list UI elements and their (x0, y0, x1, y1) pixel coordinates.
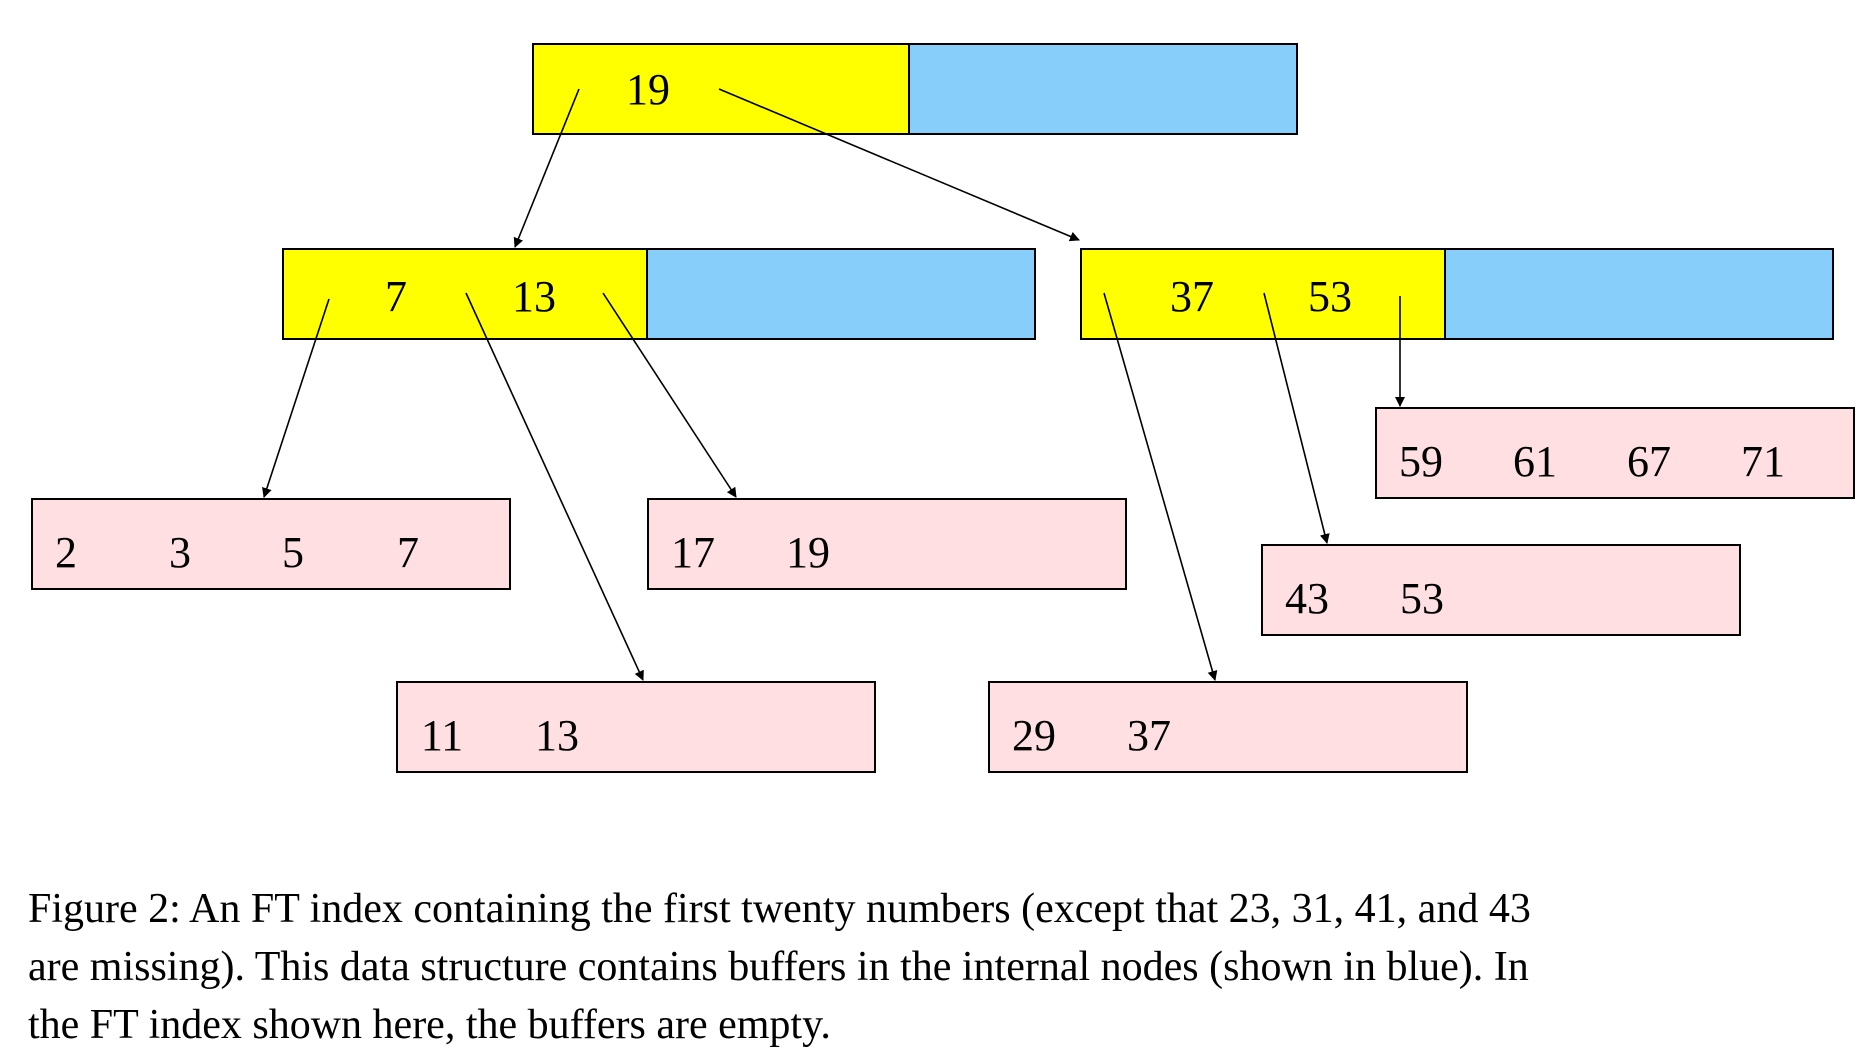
leaf-3-box (647, 498, 1127, 590)
leaf-node-3: 17 19 (647, 498, 1127, 590)
leaf-2-value: 13 (535, 711, 579, 760)
leaf-5-value: 53 (1400, 574, 1444, 623)
internal-right-key-53: 53 (1308, 272, 1352, 321)
pointer-arrows (262, 88, 1405, 681)
arrow-root-to-internal-right (718, 88, 1080, 242)
leaf-1-value: 5 (282, 528, 304, 577)
leaf-node-5: 43 53 (1261, 544, 1741, 636)
leaf-1-box (31, 498, 511, 590)
arrow-root-to-internal-left (513, 88, 580, 248)
leaf-3-value: 17 (671, 528, 715, 577)
internal-left-key-13: 13 (512, 272, 556, 321)
leaf-2-box (396, 681, 876, 773)
caption-line-1: Figure 2: An FT index containing the fir… (28, 886, 1531, 932)
internal-left-key-area (282, 248, 648, 340)
internal-left-buffer (646, 248, 1036, 340)
internal-node-right: 37 53 (1080, 248, 1834, 340)
root-buffer (908, 43, 1298, 135)
leaf-node-4: 29 37 (988, 681, 1468, 773)
leaf-6-value: 67 (1627, 437, 1671, 486)
leaf-1-value: 7 (397, 528, 419, 577)
leaf-6-value: 61 (1513, 437, 1557, 486)
leaf-node-6: 59 61 67 71 (1375, 407, 1855, 499)
leaf-3-value: 19 (786, 528, 830, 577)
leaf-node-1: 2 3 5 7 (31, 498, 511, 590)
arrow-internal-left-to-leaf-3 (602, 292, 737, 498)
leaf-6-value: 71 (1741, 437, 1785, 486)
internal-left-key-7: 7 (385, 272, 407, 321)
leaf-4-value: 37 (1127, 711, 1171, 760)
leaf-5-value: 43 (1285, 574, 1329, 623)
leaf-1-value: 3 (169, 528, 191, 577)
leaf-5-box (1261, 544, 1741, 636)
internal-right-buffer (1444, 248, 1834, 340)
caption-line-2: are missing). This data structure contai… (28, 944, 1529, 990)
internal-right-key-37: 37 (1170, 272, 1214, 321)
leaf-2-value: 11 (421, 711, 463, 760)
root-node: 19 (532, 43, 1298, 135)
leaf-node-2: 11 13 (396, 681, 876, 773)
arrow-internal-right-to-leaf-4 (1103, 292, 1218, 681)
arrow-internal-left-to-leaf-1 (262, 298, 330, 498)
arrow-internal-left-to-leaf-2 (465, 292, 644, 681)
figure-caption: Figure 2: An FT index containing the fir… (28, 880, 1828, 1054)
caption-line-3: the FT index shown here, the buffers are… (28, 1002, 831, 1048)
leaf-6-box (1375, 407, 1855, 499)
leaf-1-value: 2 (55, 528, 77, 577)
leaf-4-box (988, 681, 1468, 773)
leaf-6-value: 59 (1399, 437, 1443, 486)
leaf-4-value: 29 (1012, 711, 1056, 760)
root-key-19: 19 (626, 65, 670, 114)
arrow-internal-right-to-leaf-5 (1263, 292, 1330, 544)
internal-node-left: 7 13 (282, 248, 1036, 340)
internal-right-key-area (1080, 248, 1446, 340)
